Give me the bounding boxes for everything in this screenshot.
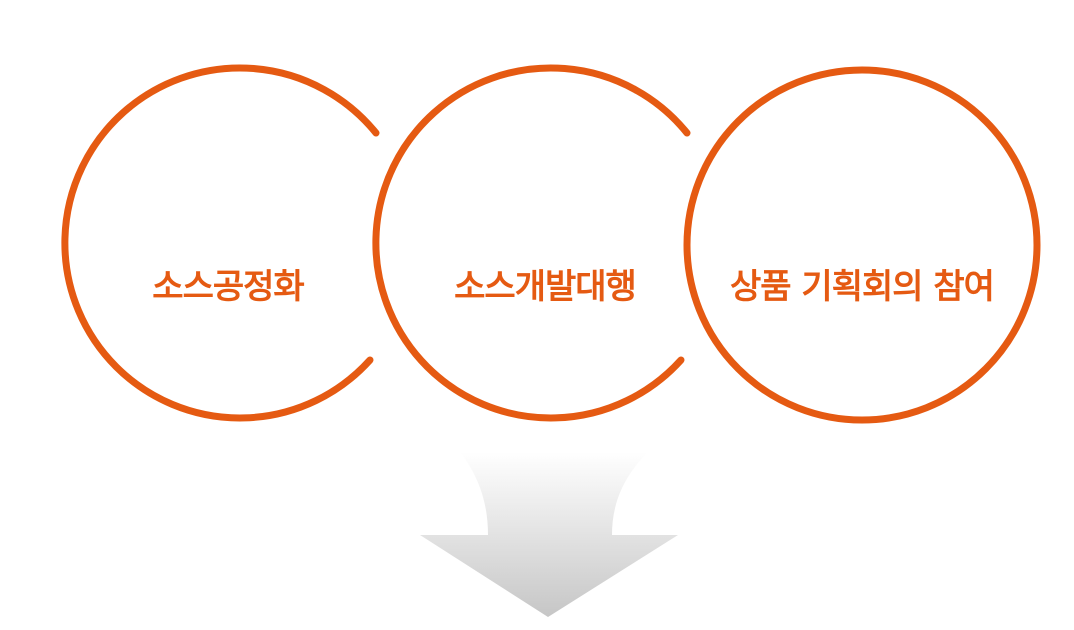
circle-ring-1 (61, 64, 380, 422)
circle-label-3: 상품 기획회의 참여 (730, 267, 994, 307)
process-circle-3: 상품 기획회의 참여 (683, 66, 1041, 424)
circle-label-1: 소스공정화 (152, 267, 304, 307)
circle-label-2: 소스개발대행 (454, 267, 636, 307)
down-arrow-icon (420, 452, 678, 617)
process-circle-2: 소스개발대행 (372, 64, 691, 422)
circle-ring-2 (372, 64, 691, 422)
circle-ring-3 (683, 66, 1041, 424)
process-circle-1: 소스공정화 (61, 64, 380, 422)
